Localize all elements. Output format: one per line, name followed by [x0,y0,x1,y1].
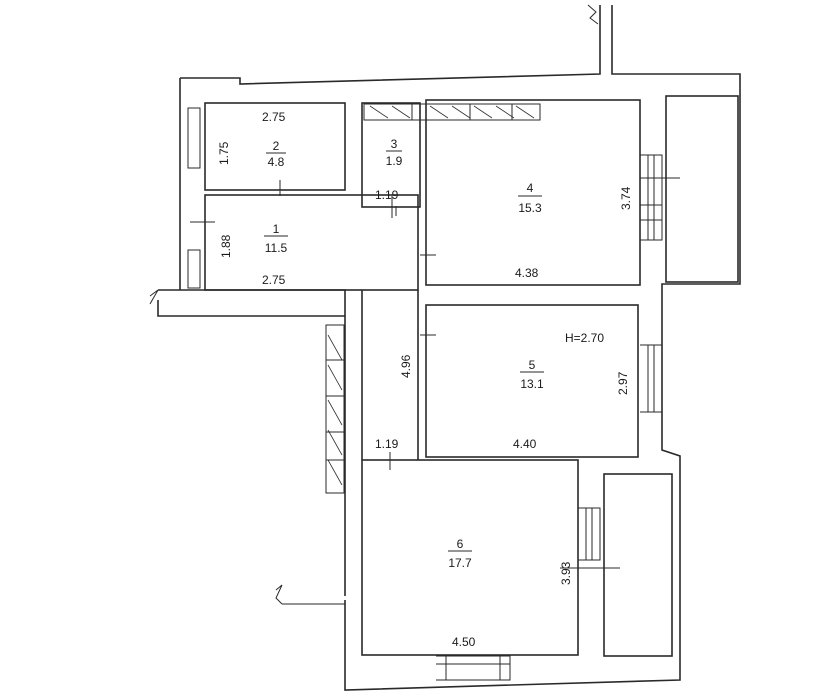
dim-corridor-length: 4.96 [399,354,413,378]
room-2-label: 2 4.8 [266,139,286,169]
dim-room6-height: 3.93 [559,561,573,585]
room-number: 3 [391,137,398,151]
dim-corridor-width: 1.19 [375,437,399,451]
room-area: 4.8 [268,155,285,169]
dim-room1-height: 1.88 [219,234,233,258]
room-6-label: 6 17.7 [448,537,472,570]
room-area: 1.9 [386,154,403,168]
room-1-label: 1 11.5 [264,222,288,255]
room-area: 17.7 [448,556,472,570]
dim-room4-width: 4.38 [515,266,539,280]
exterior-walls [149,4,741,691]
balcony-openings [275,154,663,681]
room-number: 5 [529,358,536,372]
dim-room2-width: 2.75 [262,110,286,124]
room-area: 13.1 [520,377,544,391]
dim-room1-width: 2.75 [262,273,286,287]
room-area: 15.3 [518,201,542,215]
room-number: 4 [527,181,534,195]
balconies [603,95,739,657]
room-number: 1 [273,222,280,236]
dim-room3-width: 1.19 [375,188,399,202]
ceiling-height-label: H=2.70 [565,331,604,345]
dim-room2-height: 1.75 [217,141,231,165]
room-3-label: 3 1.9 [386,137,403,168]
room-number: 6 [457,537,464,551]
dim-room6-width: 4.50 [452,635,476,649]
room-5-label: 5 13.1 [520,358,544,391]
room-labels: 2 4.8 1 11.5 3 1.9 4 15.3 5 13.1 6 17.7 [264,137,544,570]
dimension-labels: 2.75 1.75 1.88 2.75 1.19 3.74 4.38 4.96 … [217,110,633,649]
window-hatching [187,103,541,494]
room-4-label: 4 15.3 [518,181,542,215]
dimension-ticks [190,177,680,569]
room-number: 2 [273,139,280,153]
room-area: 11.5 [265,241,288,255]
dim-room5-height: 2.97 [616,371,630,395]
dim-room4-height: 3.74 [619,186,633,210]
room-outlines [204,99,641,656]
dim-room5-width: 4.40 [513,437,537,451]
